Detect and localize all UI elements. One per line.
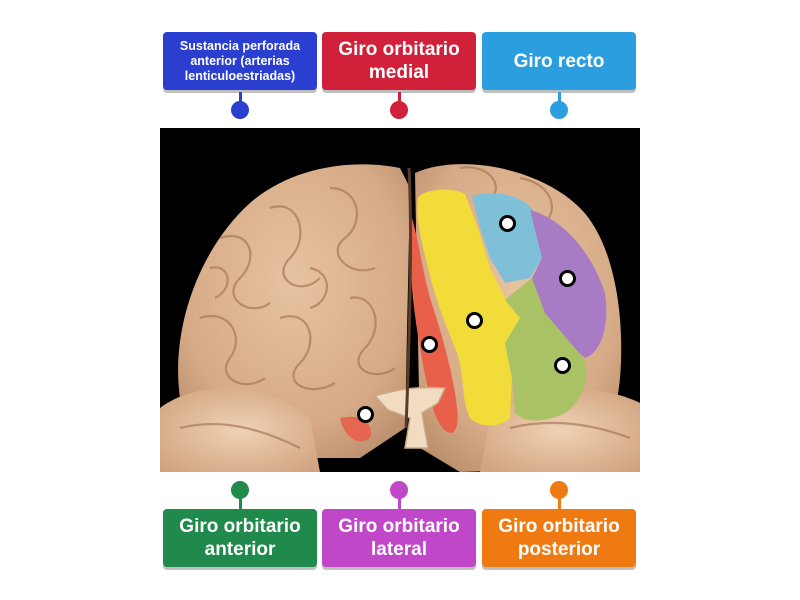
label-giro-orbitario-posterior[interactable]: Giro orbitario posterior — [482, 509, 636, 567]
pin-dot-orbitario-medial — [390, 101, 408, 119]
label-giro-recto-text: Giro recto — [513, 50, 605, 72]
label-giro-orbitario-medial[interactable]: Giro orbitario medial — [322, 32, 476, 90]
label-giro-orbitario-posterior-text: Giro orbitario posterior — [498, 516, 620, 560]
hotspot-giro-orbitario-medial[interactable] — [466, 312, 483, 329]
label-giro-orbitario-anterior-text: Giro orbitario anterior — [179, 516, 301, 560]
label-giro-orbitario-anterior[interactable]: Giro orbitario anterior — [163, 509, 317, 567]
pin-stem-orbitario-anterior — [239, 496, 242, 510]
label-sustancia-perforada-text: Sustancia perforada anterior (arterias l… — [179, 38, 301, 83]
label-giro-orbitario-medial-text: Giro orbitario medial — [338, 39, 460, 83]
pin-stem-orbitario-lateral — [398, 496, 401, 510]
brain-illustration — [160, 128, 640, 472]
hotspot-sustancia-perforada[interactable] — [357, 406, 374, 423]
pin-dot-orbitario-lateral — [390, 481, 408, 499]
label-giro-orbitario-lateral-text: Giro orbitario lateral — [338, 516, 460, 560]
pin-dot-sustancia — [231, 101, 249, 119]
label-sustancia-perforada[interactable]: Sustancia perforada anterior (arterias l… — [163, 32, 317, 90]
hotspot-giro-recto[interactable] — [499, 215, 516, 232]
pin-dot-orbitario-posterior — [550, 481, 568, 499]
hotspot-giro-orbitario-lateral[interactable] — [559, 270, 576, 287]
hotspot-giro-orbitario-posterior[interactable] — [554, 357, 571, 374]
pin-stem-recto — [558, 92, 561, 106]
brain-inferior-view-photo — [160, 128, 640, 472]
pin-dot-orbitario-anterior — [231, 481, 249, 499]
label-giro-recto[interactable]: Giro recto — [482, 32, 636, 90]
label-giro-orbitario-lateral[interactable]: Giro orbitario lateral — [322, 509, 476, 567]
pin-dot-recto — [550, 101, 568, 119]
pin-stem-orbitario-medial — [398, 92, 401, 106]
pin-stem-sustancia — [239, 92, 242, 106]
hotspot-giro-orbitario-anterior[interactable] — [421, 336, 438, 353]
pin-stem-orbitario-posterior — [558, 496, 561, 510]
